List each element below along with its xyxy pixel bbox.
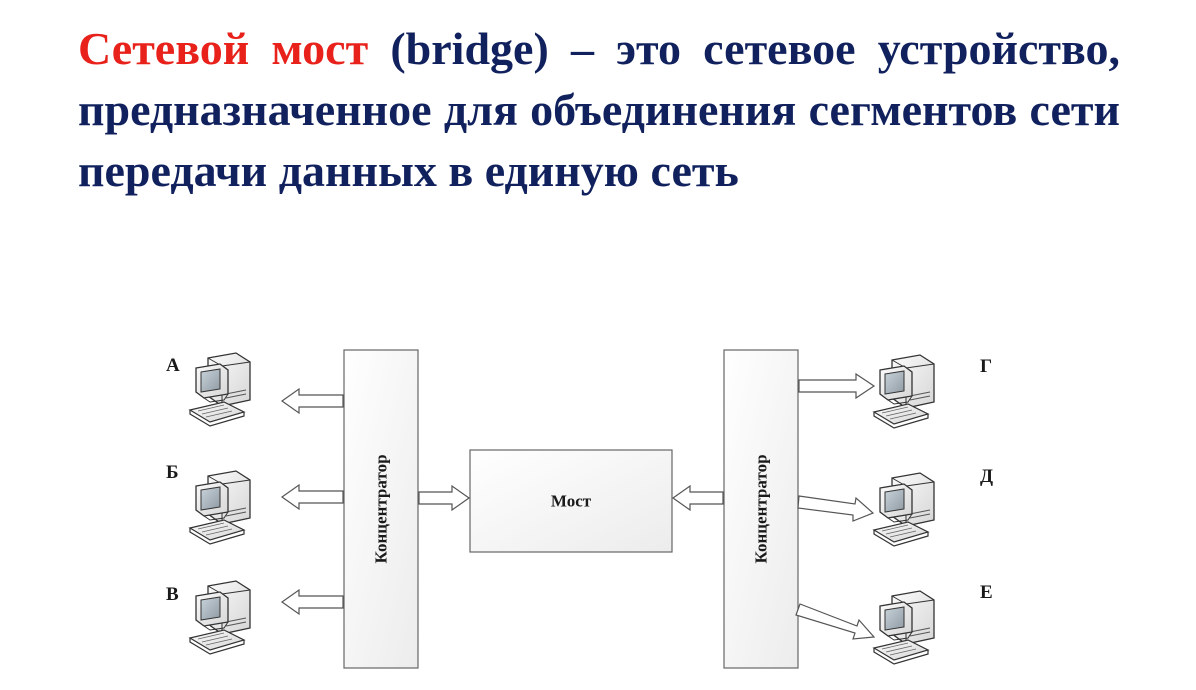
left-hub: Концентратор — [343, 349, 419, 669]
arrow-hub-to-a — [280, 387, 344, 415]
computer-v-label: В — [166, 584, 179, 605]
computer-e-icon — [873, 590, 935, 665]
definition-body: (bridge) – это сетевое устройство, предн… — [78, 23, 1120, 196]
computer-a-icon — [189, 352, 251, 427]
arrow-hub-to-v — [280, 588, 344, 616]
computer-e: Е — [873, 582, 993, 665]
computer-d-label: Д — [980, 466, 993, 487]
definition-text: Сетевой мост (bridge) – это сетевое устр… — [78, 18, 1120, 201]
left-hub-label: Концентратор — [372, 454, 391, 563]
right-hub-label: Концентратор — [752, 454, 771, 563]
arrow-left-hub-to-bridge — [418, 484, 471, 512]
computer-v-icon — [189, 580, 251, 655]
computer-g: Г — [873, 354, 992, 429]
computer-a: А — [166, 352, 251, 427]
computer-e-label: Е — [980, 582, 993, 603]
right-hub: Концентратор — [723, 349, 799, 669]
arrow-hub-to-g — [798, 372, 876, 400]
computer-a-label: А — [166, 355, 180, 376]
computer-g-label: Г — [980, 356, 992, 377]
arrow-hub-to-e — [795, 603, 876, 640]
computer-g-icon — [873, 354, 935, 429]
computer-v: В — [166, 580, 251, 655]
arrow-hub-to-d — [797, 495, 875, 522]
computer-d: Д — [873, 466, 993, 547]
computer-b-label: Б — [166, 462, 179, 483]
computer-b: Б — [166, 462, 251, 545]
arrow-hub-to-b — [280, 483, 344, 511]
arrow-right-hub-to-bridge — [671, 484, 724, 512]
bridge-box: Мост — [469, 449, 673, 553]
definition-term: Сетевой мост — [78, 23, 369, 74]
computer-d-icon — [873, 472, 935, 547]
computer-b-icon — [189, 470, 251, 545]
bridge-label: Мост — [551, 492, 592, 511]
